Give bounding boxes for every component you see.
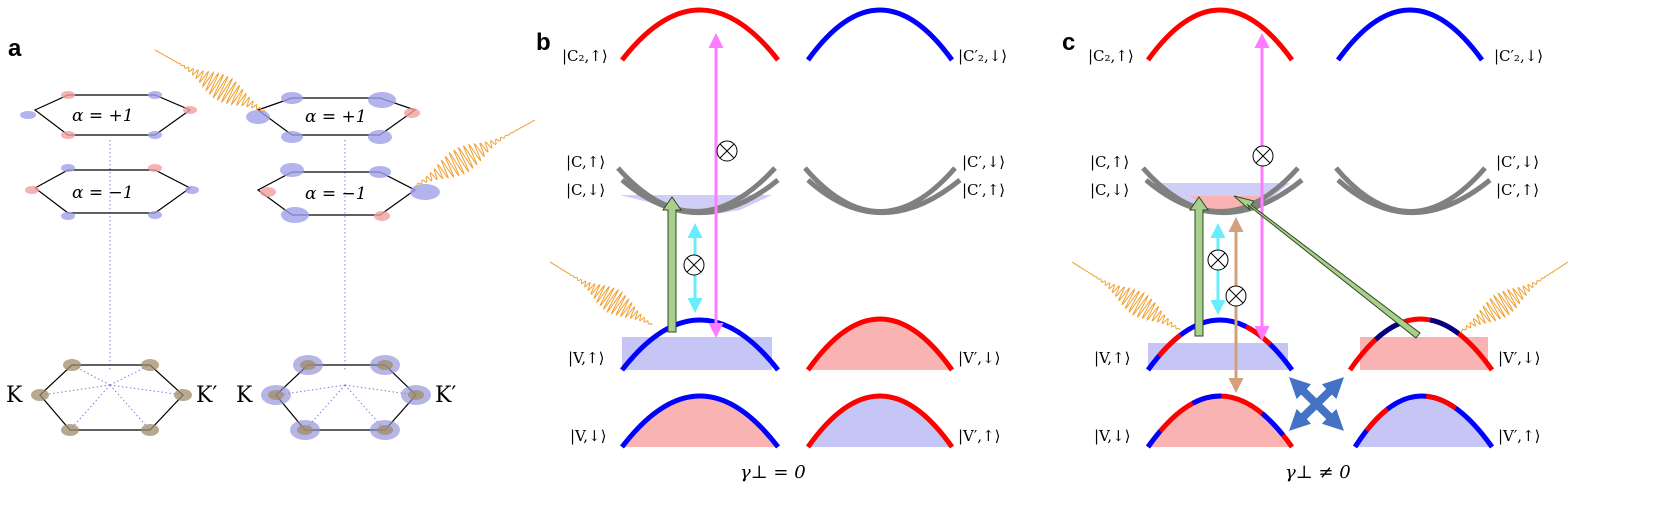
- panel-b: b |C₂,↑⟩ |C′₂,↓⟩: [536, 7, 1007, 483]
- band-C-down-c: [1144, 178, 1304, 215]
- label-C2-up-c: |C₂,↑⟩: [1088, 47, 1134, 65]
- alpha-minus-label-left: α = −1: [72, 183, 134, 203]
- band-C2-up-b: [620, 7, 780, 62]
- label-C-up-c: |C,↑⟩: [1090, 153, 1129, 171]
- bz-hexagon-left: K K′: [6, 359, 217, 436]
- band-C2-up-c: [1145, 7, 1295, 62]
- panel-letter-c: c: [1062, 29, 1075, 56]
- band-Vp-down-c: [1347, 316, 1495, 372]
- forbidden-marker-c1: [1252, 145, 1274, 167]
- panel-a: a α = +1 α = −1: [6, 35, 536, 440]
- band-Cp-down-b: [803, 166, 957, 214]
- label-Cp-up-c: |C′,↑⟩: [1496, 181, 1539, 199]
- label-Cp-down-b: |C′,↓⟩: [962, 153, 1005, 171]
- light-pulse-a1: [154, 49, 266, 113]
- forbidden-marker-b2: [683, 254, 705, 276]
- light-pulse-c1: [1071, 261, 1181, 331]
- panel-c: c: [1062, 7, 1569, 483]
- band-C2p-down-b: [805, 7, 955, 62]
- alpha-minus-label-right: α = −1: [305, 184, 367, 204]
- label-V-down-c: |V,↓⟩: [1094, 427, 1130, 445]
- coupling-arrow-diag2-c: [1289, 377, 1344, 431]
- forbidden-marker-c2: [1207, 249, 1229, 271]
- valley-label-Kp-right: K′: [435, 383, 456, 408]
- panel-letter-a: a: [8, 35, 22, 62]
- hexagon-alpha-plus-right: α = +1: [246, 92, 420, 144]
- band-Cp-down-c: [1334, 166, 1487, 214]
- excitation-arrow-green-c: [1189, 196, 1209, 337]
- label-C-down-b: |C,↓⟩: [566, 181, 605, 199]
- band-Cp-up-c: [1336, 178, 1492, 215]
- valley-label-K-right: K: [236, 383, 253, 408]
- light-pulse-c2: [1460, 261, 1569, 333]
- band-V-up-b: [620, 317, 780, 372]
- condition-label-b: γ⊥ = 0: [740, 462, 806, 483]
- band-Vp-up-c: [1352, 393, 1495, 449]
- label-C-down-c: |C,↓⟩: [1090, 181, 1129, 199]
- label-C-up-b: |C,↑⟩: [566, 153, 605, 171]
- band-C-down-b: [620, 178, 780, 215]
- label-C2p-down-b: |C′₂,↓⟩: [958, 47, 1007, 65]
- hexagon-alpha-plus-left: α = +1: [20, 91, 197, 139]
- label-C2-up-b: |C₂,↑⟩: [562, 47, 608, 65]
- label-C2p-down-c: |C′₂,↓⟩: [1494, 47, 1543, 65]
- filled-region-V-up-c: [1148, 343, 1288, 370]
- excitation-arrow-green-b: [662, 196, 682, 333]
- label-V-up-b: |V,↑⟩: [568, 349, 604, 367]
- bz-hexagon-right: K K′: [236, 355, 456, 440]
- light-pulse-b: [549, 261, 653, 326]
- condition-label-c: γ⊥ ≠ 0: [1285, 462, 1351, 483]
- band-V-down-c: [1145, 393, 1295, 449]
- hexagon-alpha-minus-left: α = −1: [25, 164, 199, 220]
- label-Vp-up-c: |V′,↑⟩: [1498, 427, 1540, 445]
- label-Vp-down-b: |V′,↓⟩: [958, 349, 1000, 367]
- label-V-up-c: |V,↑⟩: [1094, 349, 1130, 367]
- label-Vp-down-c: |V′,↓⟩: [1498, 349, 1540, 367]
- label-Cp-down-c: |C′,↓⟩: [1496, 153, 1539, 171]
- band-Cp-up-b: [806, 178, 962, 215]
- forbidden-marker-c3: [1225, 285, 1247, 307]
- band-C2p-down-c: [1335, 7, 1485, 62]
- band-V-down-b: [620, 393, 780, 449]
- light-pulse-a2: [414, 119, 536, 187]
- valley-label-Kp-left: K′: [196, 383, 217, 408]
- alpha-plus-label-left: α = +1: [72, 106, 134, 126]
- hexagon-alpha-minus-right: α = −1: [256, 163, 440, 223]
- band-Vp-up-b: [805, 393, 955, 449]
- band-V-up-c: [1145, 317, 1295, 372]
- alpha-plus-label-right: α = +1: [305, 107, 367, 127]
- band-Vp-down-b: [805, 316, 955, 372]
- label-Vp-up-b: |V′,↑⟩: [958, 427, 1000, 445]
- label-Cp-up-b: |C′,↑⟩: [962, 181, 1005, 199]
- forbidden-marker-b1: [716, 140, 738, 162]
- panel-letter-b: b: [536, 29, 551, 56]
- label-V-down-b: |V,↓⟩: [570, 427, 606, 445]
- intervalley-arrow-green-c: [1233, 195, 1421, 339]
- valley-label-K-left: K: [6, 383, 23, 408]
